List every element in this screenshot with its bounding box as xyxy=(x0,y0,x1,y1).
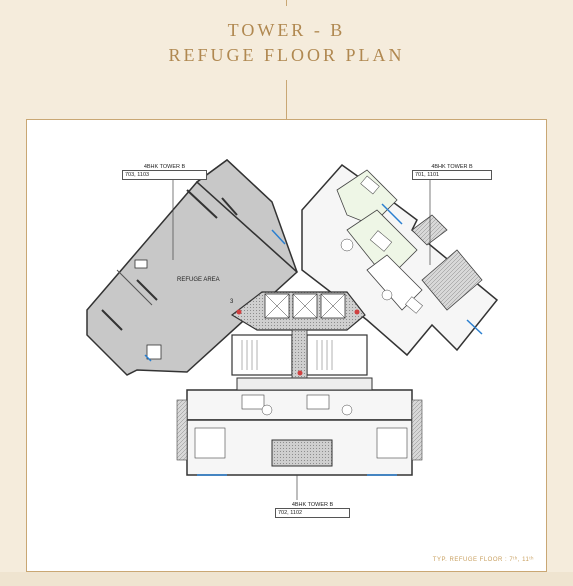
central-core xyxy=(230,291,368,386)
bottom-apartment xyxy=(176,377,423,476)
refuge-area-label: REFUGE AREA xyxy=(177,277,220,283)
page-title: TOWER - B xyxy=(227,20,346,40)
tag-right-title: 4BHK TOWER B xyxy=(431,164,473,170)
footer-band xyxy=(0,572,573,586)
floor-plan-drawing xyxy=(86,159,499,500)
tag-left-title: 4BHK TOWER B xyxy=(143,164,186,170)
tag-bottom-units: 702, 1102 xyxy=(275,508,350,518)
tag-bottom-title: 4BHK TOWER B xyxy=(291,502,334,508)
stair-number-label: 3 xyxy=(230,299,234,305)
floor-plan-frame: 4BHK TOWER B 703, 1103 4BHK TOWER B 701,… xyxy=(26,119,547,572)
page-subtitle: REFUGE FLOOR PLAN xyxy=(168,45,405,65)
title-connector-line xyxy=(286,80,287,120)
leader-lines xyxy=(172,180,431,500)
floor-label: TYP. REFUGE FLOOR : 7ᵗʰ, 11ᵗʰ xyxy=(432,557,534,563)
tag-right-units: 701, 1101 xyxy=(412,170,492,180)
tag-left-unit: 4BHK TOWER B 703, 1103 xyxy=(122,164,207,180)
top-decor-line xyxy=(286,0,287,6)
tag-right-unit: 4BHK TOWER B 701, 1101 xyxy=(412,164,492,180)
tag-bottom-unit: 4BHK TOWER B 702, 1102 xyxy=(275,502,350,518)
tag-left-units: 703, 1103 xyxy=(122,170,207,180)
left-wing-refuge xyxy=(86,159,299,376)
